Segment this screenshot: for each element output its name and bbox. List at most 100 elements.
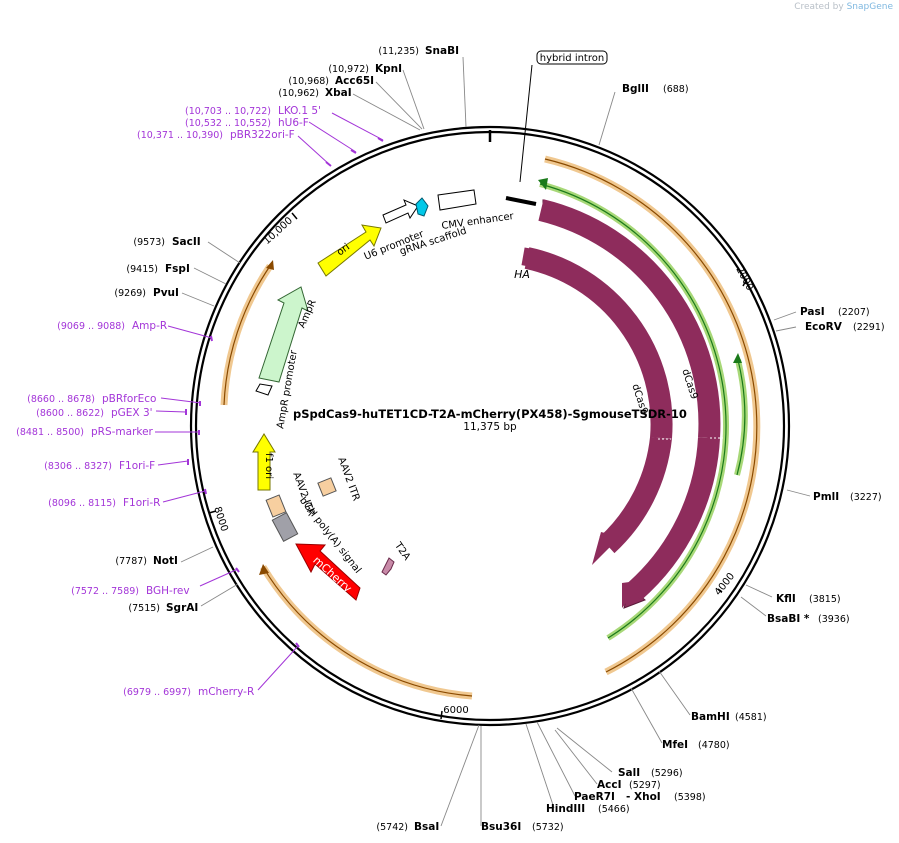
credit-prefix: Created by [794, 2, 844, 12]
t2a-arrow [381, 557, 395, 576]
bgh-box [271, 511, 299, 543]
enzyme-pos-pmli: (3227) [850, 492, 882, 503]
dcas9-outer-band-tail [626, 437, 720, 601]
hybrid-intron-feature [505, 196, 537, 206]
plasmid-name: pSpdCas9-huTET1CD-T2A-mCherry(PX458)-Sgm… [293, 407, 687, 421]
aav2-itr-a-label: AAV2 ITR [335, 456, 361, 503]
enzyme-pos-hindiii: (5466) [598, 804, 630, 815]
enzyme-pos-snabi: (11,235) [378, 46, 419, 57]
enzyme-pos-kpni: (10,972) [328, 64, 369, 75]
enzyme-name-xhoi: - XhoI [626, 791, 661, 803]
primer-pos-prs: (8481 .. 8500) [16, 427, 84, 438]
enzyme-labels: (11,235) SnaBI (10,972) KpnI (10,968) Ac… [114, 45, 884, 833]
enzyme-pos-acci: (5297) [629, 780, 661, 791]
tick-label-2000: 2000 [733, 265, 755, 293]
primer-name-pbr322: pBR322ori-F [230, 129, 295, 141]
orf-arc-green-inner-head [733, 353, 742, 363]
primer-name-bghrev: BGH-rev [146, 585, 190, 597]
orf-arc-green-inner-line [736, 359, 746, 476]
enzyme-name-kpni: KpnI [375, 63, 402, 75]
enzyme-pos-kfli: (3815) [809, 594, 841, 605]
u6-promoter-arrow [382, 199, 419, 224]
orf-arc-left-orange [260, 565, 473, 700]
orf-arc-left-orange-line [262, 566, 473, 697]
enzyme-name-bsabi: BsaBI * [767, 613, 810, 625]
orf-arc-green-outer-head [538, 178, 548, 190]
t2a-label: T2A [391, 540, 412, 563]
cmv-enhancer-arrow [437, 189, 477, 211]
backbone-outer [189, 125, 791, 727]
enzyme-name-pvui: PvuI [153, 287, 179, 299]
enzyme-name-bamhi: BamHI [691, 711, 730, 723]
primer-name-mcherryr: mCherry-R [198, 686, 254, 698]
enzyme-name-acci: AccI [597, 779, 621, 791]
dcas9-outer-head [622, 580, 645, 608]
primer-name-pbrforeco: pBRforEco [102, 393, 156, 405]
enzyme-pos-bamhi: (4581) [735, 712, 767, 723]
enzyme-name-pasi: PasI [800, 306, 825, 318]
primer-name-ampr: Amp-R [132, 320, 167, 332]
enzyme-pos-xbai: (10,962) [278, 88, 319, 99]
enzyme-pos-bsai: (5742) [376, 822, 408, 833]
enzyme-name-acc65i: Acc65I [335, 75, 374, 87]
ampr-promoter-arrow [255, 383, 273, 396]
primer-name-prs: pRS-marker [91, 426, 154, 438]
hybrid-intron-box [536, 50, 608, 65]
enzyme-pos-xhoi: (5398) [674, 792, 706, 803]
enzyme-name-sgrai: SgrAI [166, 602, 198, 614]
hybrid-intron-leader [519, 64, 533, 183]
enzyme-name-kfli: KflI [776, 593, 796, 605]
enzyme-name-bsai: BsaI [414, 821, 439, 833]
enzyme-name-noti: NotI [153, 555, 178, 567]
mcherry-arrow [295, 543, 361, 601]
enzyme-name-sacii: SacII [172, 236, 201, 248]
tick-label-6000: 6000 [443, 705, 468, 716]
enzyme-pos-bsu36i: (5732) [532, 822, 564, 833]
dcas9-inner-head [592, 532, 620, 565]
tick-label-10000: 10,000 [262, 215, 295, 247]
primer-pos-mcherryr: (6979 .. 6997) [123, 687, 191, 698]
primer-pos-f1orif: (8306 .. 8327) [44, 461, 112, 472]
primer-pos-bghrev: (7572 .. 7589) [71, 586, 139, 597]
enzyme-pos-sali: (5296) [651, 768, 683, 779]
primer-pos-pbrforeco: (8660 .. 8678) [27, 394, 95, 405]
enzyme-name-xbai: XbaI [325, 87, 352, 99]
enzyme-pos-noti: (7787) [115, 556, 147, 567]
dcas9-inner-band [524, 247, 673, 439]
enzyme-name-fspi: FspI [165, 263, 190, 275]
orf-arc-upper-left-orange-head [266, 260, 274, 270]
primer-labels: (10,703 .. 10,722) LKO.1 5' (10,532 .. 1… [16, 105, 321, 698]
primer-pos-pgex: (8600 .. 8622) [36, 408, 104, 419]
plasmid-length: 11,375 bp [463, 421, 517, 433]
snapgene-credit: Created by SnapGene [794, 2, 893, 12]
aav2-itr-a-box [317, 477, 337, 497]
primer-name-hu6f: hU6-F [278, 117, 309, 129]
enzyme-name-hindiii: HindIII [546, 803, 585, 815]
enzyme-pos-pvui: (9269) [114, 288, 146, 299]
orf-arc-upper-left-orange-line [223, 265, 271, 406]
enzyme-pos-pasi: (2207) [838, 307, 870, 318]
enzyme-pos-sacii: (9573) [133, 237, 165, 248]
aav2-itr-b-box [265, 494, 287, 518]
enzyme-name-sali: SalI [618, 767, 640, 779]
primer-pos-ampr: (9069 .. 9088) [57, 321, 125, 332]
grna-scaffold-arrow [415, 197, 429, 217]
orf-arc-green-outer-line [539, 183, 727, 639]
enzyme-leaders [180, 56, 811, 827]
dcas9-outer-band [538, 199, 721, 439]
primer-pos-f1orir: (8096 .. 8115) [48, 498, 116, 509]
ha-label: HA [514, 268, 530, 281]
enzyme-pos-fspi: (9415) [126, 264, 158, 275]
primer-name-f1orir: F1ori-R [123, 497, 160, 509]
primer-name-pgex: pGEX 3' [111, 407, 153, 419]
dcas9-inner-band-tail [599, 436, 672, 554]
ori-arrow [317, 224, 382, 277]
primer-name-lko1: LKO.1 5' [278, 105, 321, 117]
enzyme-name-bsu36i: Bsu36I [481, 821, 521, 833]
ha-feature [521, 247, 534, 267]
primer-leaders [155, 112, 384, 691]
enzyme-name-ecorv: EcoRV [805, 321, 843, 333]
enzyme-pos-bglii: (688) [663, 84, 689, 95]
enzyme-name-pmli: PmlI [813, 491, 839, 503]
